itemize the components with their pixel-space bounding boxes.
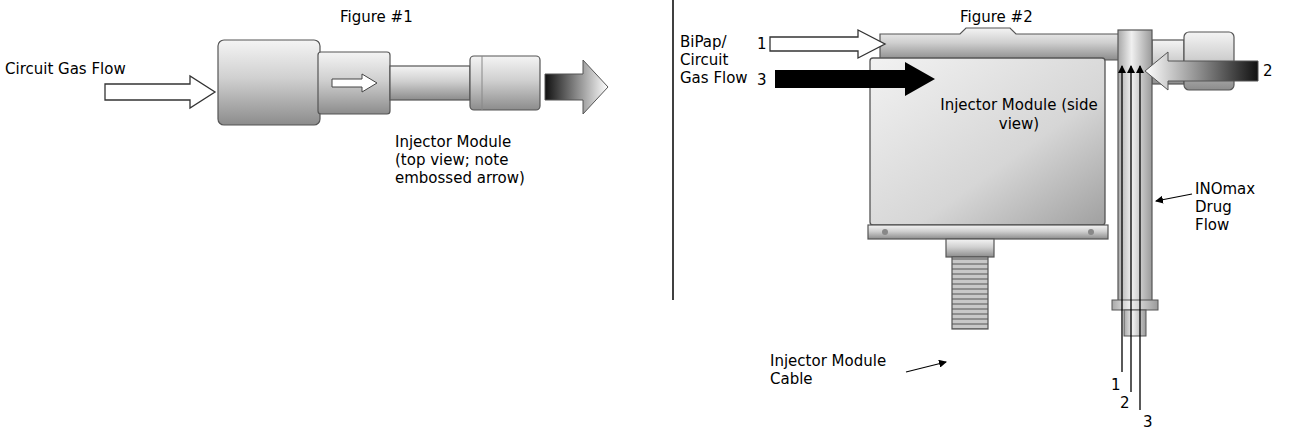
injector-top-view <box>218 40 540 125</box>
leader-lines <box>906 194 1192 372</box>
embossed-arrow <box>332 74 377 92</box>
flow-arrow-2 <box>1145 52 1258 90</box>
flow-arrow-1 <box>770 30 885 58</box>
cable-connector <box>952 257 988 329</box>
callout-number: 3 <box>757 71 769 89</box>
gas-flow-arrow <box>105 76 215 108</box>
callout-number: 2 <box>1263 62 1277 80</box>
flow-arrow-3 <box>775 62 935 96</box>
figure-title: Figure #1 <box>340 8 450 26</box>
callout-number: 1 <box>1111 376 1121 394</box>
divider-line <box>672 0 674 300</box>
flow-label: Circuit Gas Flow <box>5 60 145 78</box>
output-flow-arrow <box>545 60 608 114</box>
part-label: Injector Module (top view; note embossed… <box>395 133 533 187</box>
injector-body: Injector Module (side view) <box>872 62 1102 212</box>
callout-number: 2 <box>1120 394 1130 412</box>
part-label: Injector Module Cable <box>770 352 905 388</box>
flow-label: INOmax Drug Flow <box>1195 180 1259 234</box>
flow-label: BiPap/ Circuit Gas Flow <box>680 33 752 87</box>
figure-title: Figure #2 <box>960 8 1070 26</box>
callout-number: 1 <box>757 35 769 53</box>
drug-flow-arrows <box>1122 66 1140 410</box>
callout-number: 3 <box>1143 413 1153 431</box>
node-text: Injector Module (side view) <box>940 96 1098 134</box>
